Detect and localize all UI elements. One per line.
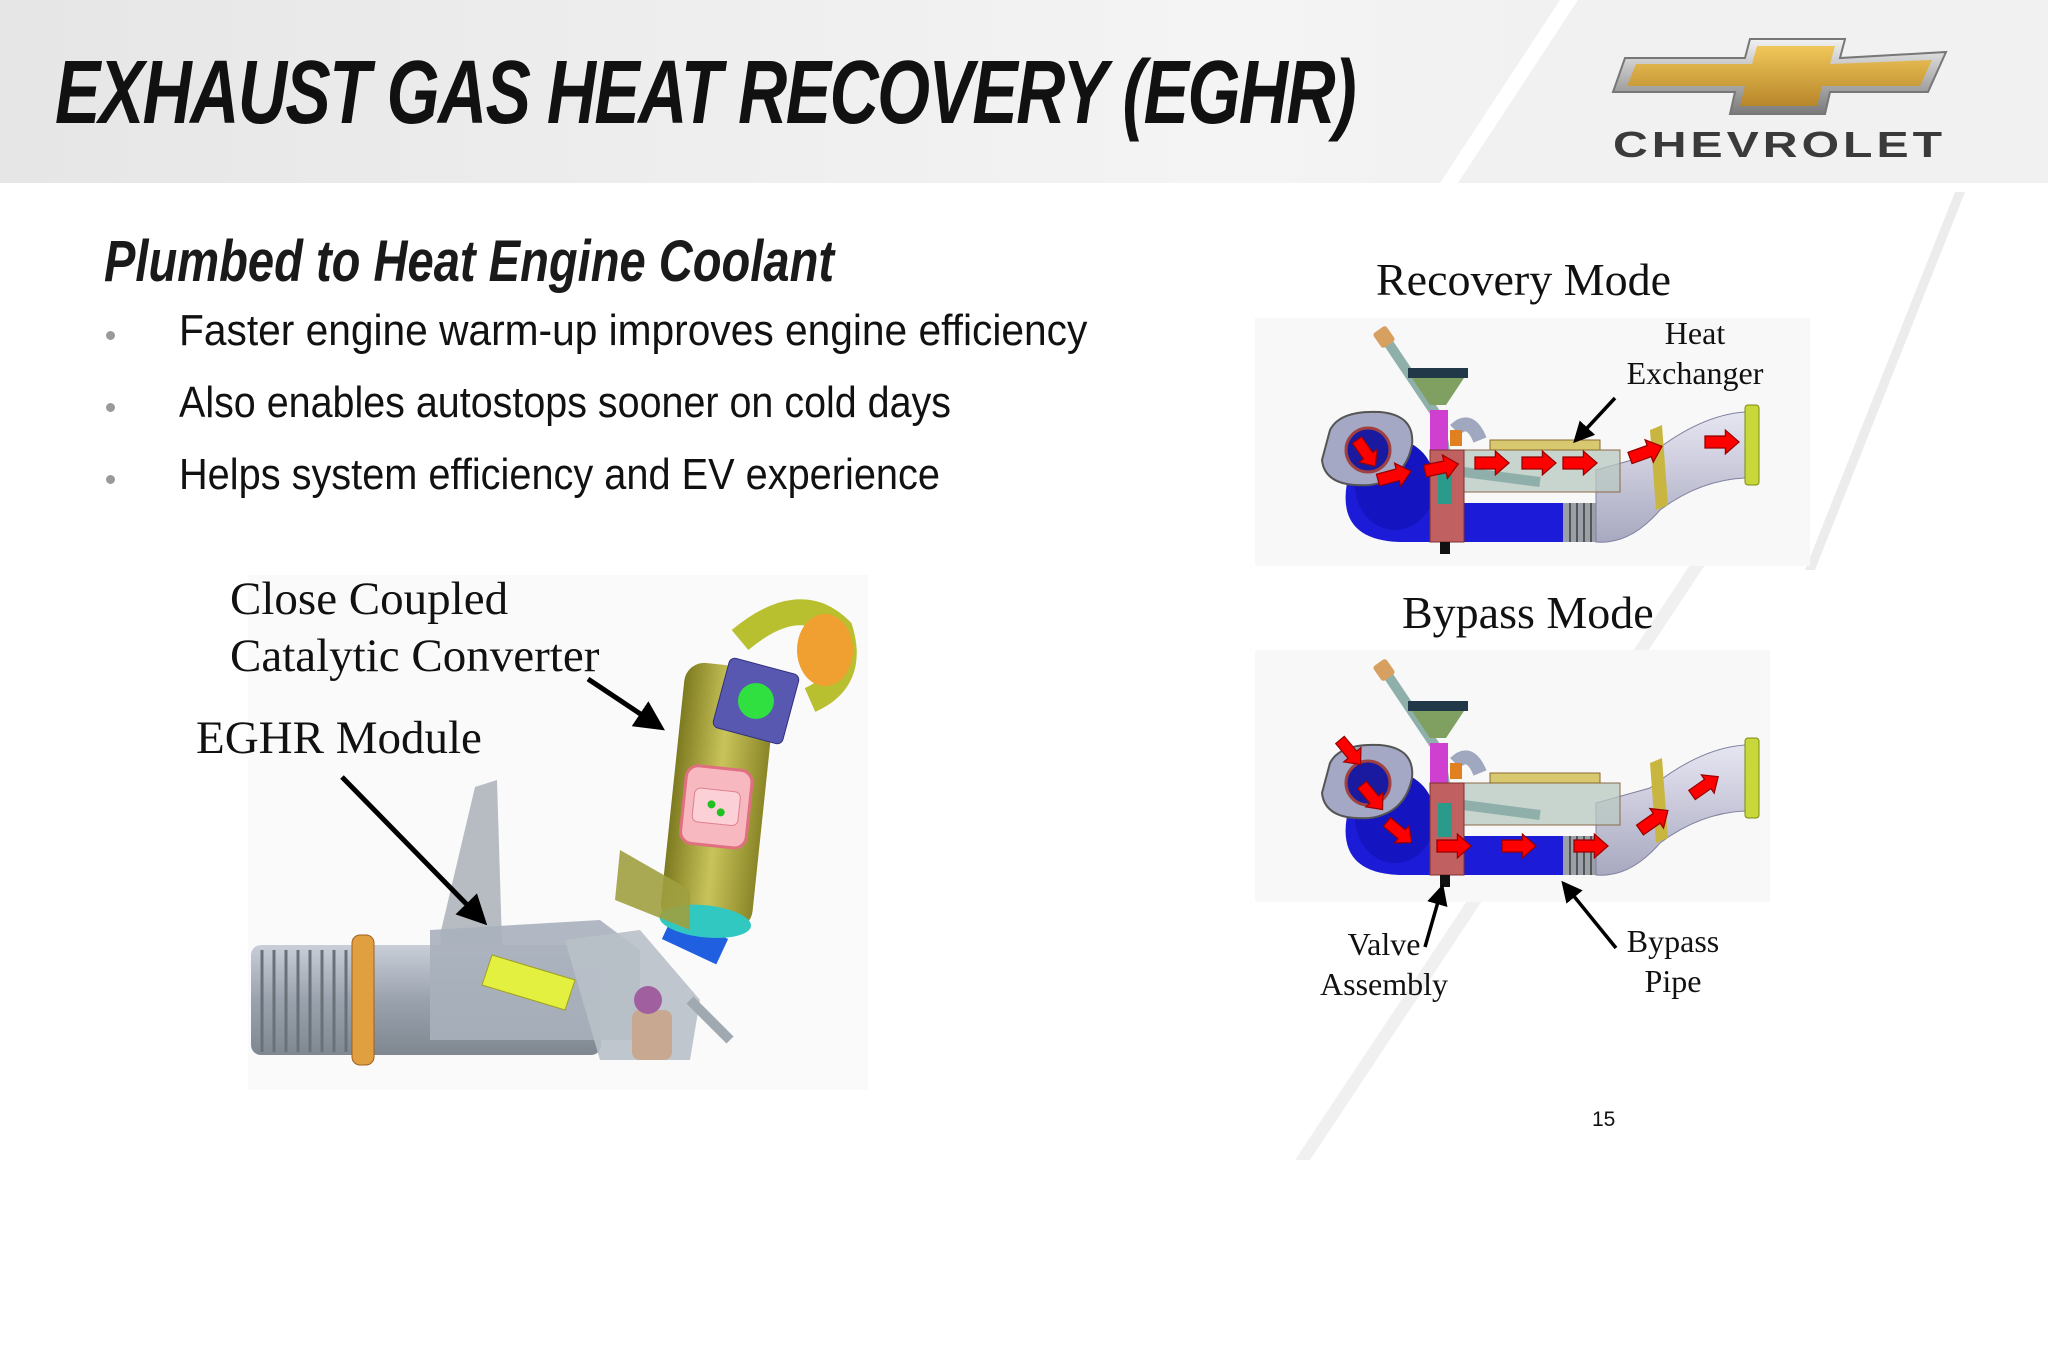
bypass-pipe-callout-arrow <box>1561 880 1618 950</box>
bullet-item: Faster engine warm-up improves engine ef… <box>179 306 1088 355</box>
slide-title: EXHAUST GAS HEAT RECOVERY (EGHR) <box>55 43 1357 143</box>
converter-label-line2: Catalytic Converter <box>230 630 600 682</box>
section-subtitle: Plumbed to Heat Engine Coolant <box>104 229 835 294</box>
heat-exchanger-label: Heat Exchanger <box>1620 313 1770 393</box>
bullet-icon <box>106 475 115 484</box>
bypass-pipe-line2: Pipe <box>1644 963 1702 999</box>
converter-label-line1: Close Coupled <box>230 573 509 625</box>
valve-assembly-label: Valve Assembly <box>1309 924 1459 1004</box>
chevrolet-bowtie-logo <box>1611 38 1948 115</box>
eghr-module-label: EGHR Module <box>196 712 482 764</box>
background-diagonal <box>1805 192 1965 570</box>
eghr-assembly-illustration <box>251 599 857 1066</box>
bullet-item: Helps system efficiency and EV experienc… <box>179 450 940 499</box>
converter-callout-arrow <box>586 676 665 731</box>
bullet-icon <box>106 403 115 412</box>
valve-assembly-callout-arrow <box>1423 883 1448 948</box>
bullet-icon <box>106 331 115 340</box>
bypass-mode-title: Bypass Mode <box>1402 587 1654 638</box>
recovery-mode-title: Recovery Mode <box>1376 254 1672 305</box>
bypass-pipe-line1: Bypass <box>1626 923 1720 959</box>
heat-exchanger-callout-arrow <box>1573 396 1617 444</box>
heat-exchanger-line1: Heat <box>1664 315 1726 351</box>
valve-assembly-line1: Valve <box>1347 926 1421 962</box>
bullet-item: Also enables autostops sooner on cold da… <box>179 378 952 427</box>
eghr-module-callout-arrow <box>340 775 488 926</box>
heat-exchanger-line2: Exchanger <box>1626 355 1764 391</box>
bypass-pipe-label: Bypass Pipe <box>1603 921 1743 1001</box>
header-divider-stripe <box>1440 0 1578 183</box>
valve-assembly-line2: Assembly <box>1320 966 1448 1002</box>
brand-wordmark: CHEVROLET <box>1613 124 1947 165</box>
page-number: 15 <box>1592 1108 1616 1131</box>
